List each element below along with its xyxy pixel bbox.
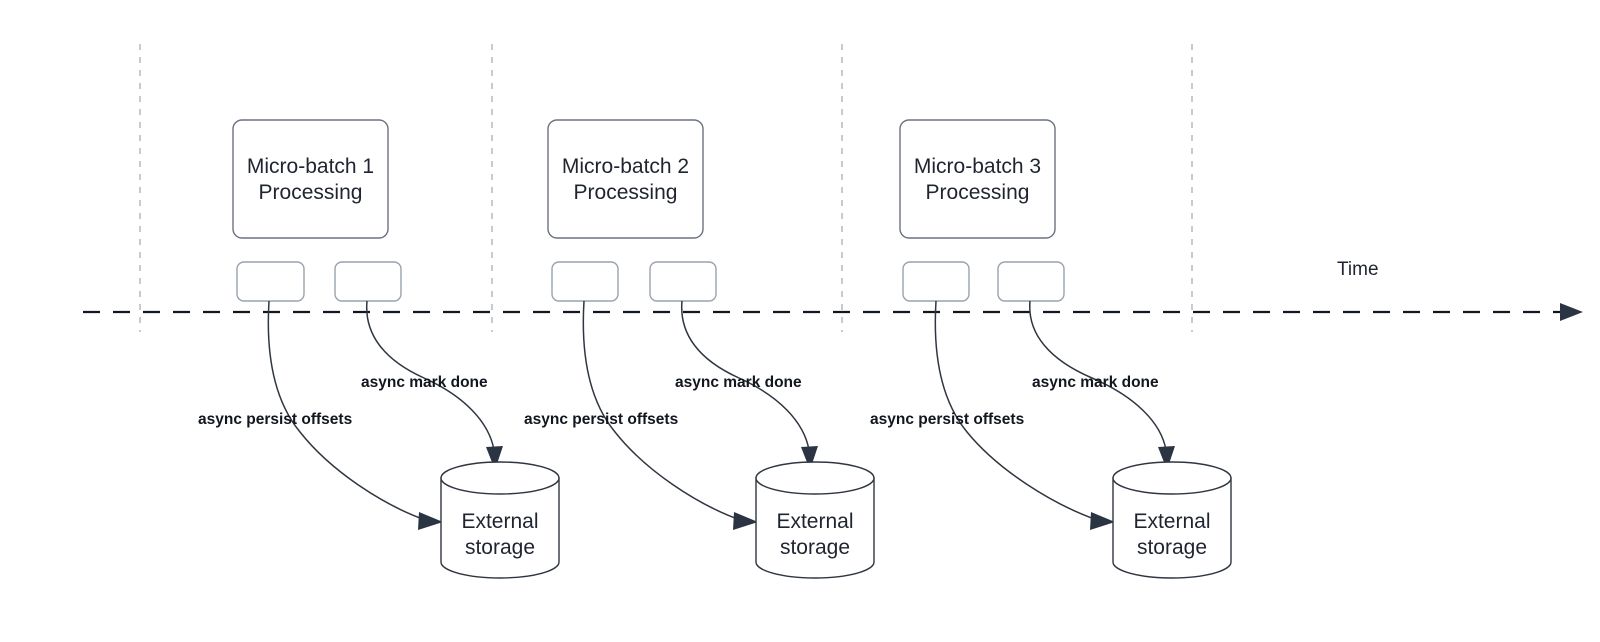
external-storage-1-top xyxy=(440,461,560,495)
micro-batch-2-mark-done-label: async mark done xyxy=(675,374,802,391)
external-storage-2-label-line2: storage xyxy=(780,536,850,559)
micro-batch-3-mark-done-arrow xyxy=(1029,300,1167,451)
micro-batch-3-persist-arrow xyxy=(934,300,1101,522)
micro-batch-1-persist-arrow xyxy=(267,300,429,522)
micro-batch-2-task-box-left[interactable] xyxy=(551,261,619,302)
micro-batch-3-persist-arrowhead xyxy=(1090,512,1115,530)
micro-batch-1-title-line2: Processing xyxy=(259,181,363,204)
micro-batch-1-box[interactable] xyxy=(232,119,389,239)
group-2: Micro-batch 2 Processing async persist o… xyxy=(524,119,875,579)
micro-batch-3-mark-done-label: async mark done xyxy=(1032,374,1159,391)
micro-batch-1-title-line1: Micro-batch 1 xyxy=(247,155,374,178)
micro-batch-1-mark-done-label: async mark done xyxy=(361,374,488,391)
micro-batch-3-box[interactable] xyxy=(899,119,1056,239)
time-axis xyxy=(83,303,1583,321)
micro-batch-2-task-box-right[interactable] xyxy=(649,261,717,302)
external-storage-3-label-line1: External xyxy=(1133,510,1210,533)
micro-batch-3-title-line1: Micro-batch 3 xyxy=(914,155,1041,178)
micro-batch-2-title-line1: Micro-batch 2 xyxy=(562,155,689,178)
external-storage-2-label-line1: External xyxy=(776,510,853,533)
external-storage-2-top xyxy=(755,461,875,495)
micro-batch-2-persist-arrowhead xyxy=(733,512,758,530)
micro-batch-1-mark-done-arrow xyxy=(366,300,495,451)
group-3: Micro-batch 3 Processing async persist o… xyxy=(870,119,1232,579)
micro-batch-1-task-box-right[interactable] xyxy=(334,261,402,302)
micro-batch-3-task-box-right[interactable] xyxy=(997,261,1065,302)
micro-batch-3-persist-label: async persist offsets xyxy=(870,411,1024,428)
group-1: Micro-batch 1 Processing async persist o… xyxy=(198,119,560,579)
micro-batch-1-persist-label: async persist offsets xyxy=(198,411,352,428)
micro-batch-2-mark-done-arrow xyxy=(681,300,810,451)
micro-batch-3-mark-done-arrowhead xyxy=(1158,446,1175,470)
batch-boundary-lines xyxy=(139,44,1193,332)
external-storage-3-body[interactable] xyxy=(1112,477,1232,579)
external-storage-1-label-line1: External xyxy=(461,510,538,533)
micro-batch-2-mark-done-arrowhead xyxy=(801,446,818,470)
micro-batch-2-persist-label: async persist offsets xyxy=(524,411,678,428)
micro-batch-1-persist-arrowhead xyxy=(418,512,443,530)
external-storage-3-top xyxy=(1112,461,1232,495)
micro-batch-2-persist-arrow xyxy=(582,300,744,522)
time-axis-label: Time xyxy=(1337,259,1379,280)
external-storage-1-label-line2: storage xyxy=(465,536,535,559)
micro-batch-2-box[interactable] xyxy=(547,119,704,239)
micro-batch-1-task-box-left[interactable] xyxy=(236,261,305,302)
external-storage-1-body[interactable] xyxy=(440,477,560,579)
external-storage-3-label-line2: storage xyxy=(1137,536,1207,559)
time-axis-arrowhead xyxy=(1560,303,1583,321)
micro-batch-3-task-box-left[interactable] xyxy=(902,261,970,302)
micro-batch-3-title-line2: Processing xyxy=(926,181,1030,204)
external-storage-2-body[interactable] xyxy=(755,477,875,579)
micro-batch-2-title-line2: Processing xyxy=(574,181,678,204)
micro-batch-1-mark-done-arrowhead xyxy=(486,446,503,470)
